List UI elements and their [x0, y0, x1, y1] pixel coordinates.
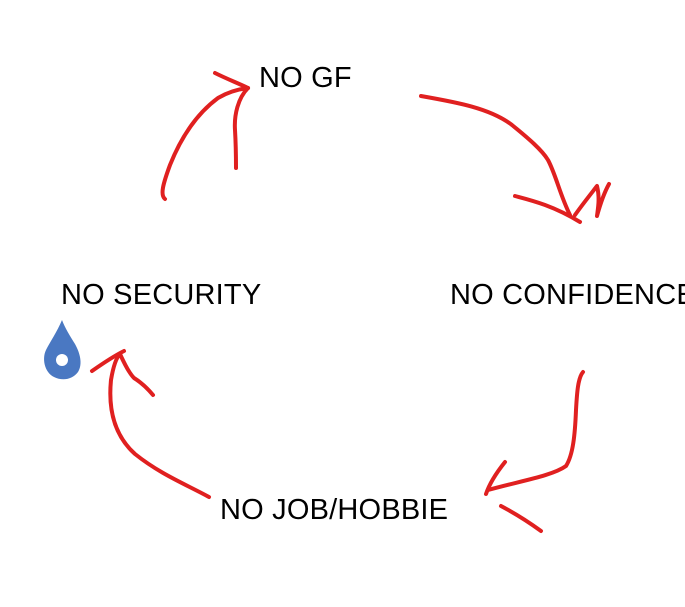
- arrow-top-to-right: [419, 94, 611, 224]
- arrow-top-to-right-head-right: [573, 182, 611, 218]
- arrow-right-to-bottom: [484, 370, 585, 533]
- arrow-right-to-bottom-head-lower: [499, 504, 543, 533]
- arrow-left-to-top-shaft: [160, 86, 250, 201]
- node-no-job-hobbie: NO JOB/HOBBIE: [220, 494, 449, 526]
- arrow-top-to-right-shaft: [419, 94, 572, 217]
- arrow-right-to-bottom-head-upper: [484, 460, 507, 496]
- arrow-right-to-bottom-shaft: [486, 370, 585, 492]
- node-no-confidence: NO CONFIDENCE: [450, 279, 685, 311]
- water-drop-highlight: [56, 354, 68, 366]
- arrow-top-to-right-head-left: [513, 194, 582, 224]
- node-no-security: NO SECURITY: [61, 279, 262, 311]
- arrow-left-to-top: [160, 71, 250, 201]
- arrow-left-to-top-head-upper: [213, 71, 250, 90]
- arrow-bottom-to-left: [90, 349, 211, 499]
- arrow-left-to-top-head-lower: [232, 86, 250, 170]
- water-drop-icon: [44, 320, 81, 380]
- arrow-bottom-to-left-shaft: [108, 352, 211, 499]
- arrow-bottom-to-left-head-right: [118, 352, 155, 397]
- node-no-gf: NO GF: [259, 62, 352, 94]
- water-drop-shape: [44, 320, 81, 380]
